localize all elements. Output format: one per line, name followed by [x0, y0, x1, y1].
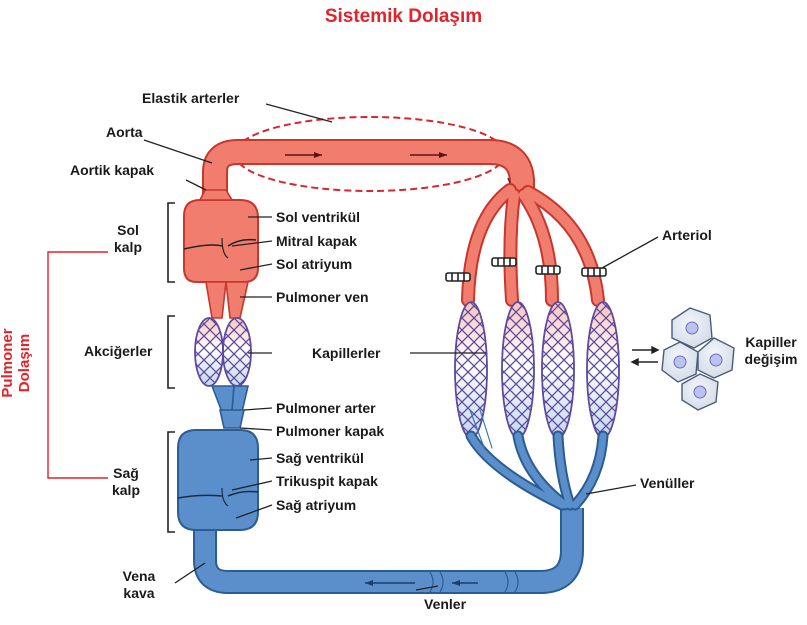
pulmonary-circulation-title: Pulmoner Dolaşım: [0, 299, 33, 427]
label-right-heart-line1: Sağ: [106, 465, 146, 482]
label-right-ventricle: Sağ ventrikül: [276, 450, 364, 467]
label-left-ventricle: Sol ventrikül: [276, 209, 360, 226]
label-pulmonary-valve: Pulmoner kapak: [276, 423, 384, 440]
label-pulmonary-vein: Pulmoner ven: [276, 289, 369, 306]
label-right-heart: Sağ kalp: [106, 465, 146, 499]
label-aortic-valve: Aortik kapak: [70, 162, 154, 179]
label-aorta: Aorta: [106, 124, 143, 141]
right-heart: [178, 386, 258, 530]
label-vena-cava: Vena kava: [114, 568, 164, 602]
label-veins: Venler: [424, 596, 466, 613]
systemic-capillary-beds: [455, 302, 619, 438]
label-tricuspid-valve: Trikuspit kapak: [276, 473, 378, 490]
label-right-atrium: Sağ atriyum: [276, 497, 356, 514]
label-left-heart: Sol kalp: [108, 222, 148, 256]
exchange-arrows: [632, 347, 658, 365]
label-left-atrium: Sol atriyum: [276, 256, 352, 273]
left-heart: [184, 190, 258, 318]
label-right-heart-line2: kalp: [106, 482, 146, 499]
label-mitral-valve: Mitral kapak: [276, 233, 357, 250]
label-vena-cava-line1: Vena: [114, 568, 164, 585]
label-capillary-exchange-line1: Kapiller: [736, 334, 806, 351]
label-arterioles: Arteriol: [662, 227, 712, 244]
label-elastic-arteries: Elastik arterler: [142, 90, 239, 107]
label-capillaries: Kapillerler: [312, 345, 380, 362]
label-left-heart-line1: Sol: [108, 222, 148, 239]
tissue-cells: [662, 308, 734, 410]
vein-loop: [205, 508, 572, 592]
label-pulmonary-artery: Pulmoner arter: [276, 400, 376, 417]
label-vena-cava-line2: kava: [114, 585, 164, 602]
label-lungs: Akciğerler: [84, 343, 152, 360]
lungs: [195, 318, 251, 386]
venules: [470, 410, 603, 505]
label-capillary-exchange-line2: değişim: [736, 351, 806, 368]
label-venules: Venüller: [640, 475, 694, 492]
label-left-heart-line2: kalp: [108, 239, 148, 256]
brackets: [168, 203, 175, 532]
pulmonary-bracket: [48, 252, 108, 478]
arterial-branches: [468, 190, 598, 300]
diagram-title: Sistemik Dolaşım: [0, 6, 807, 28]
label-capillary-exchange: Kapiller değişim: [736, 334, 806, 368]
